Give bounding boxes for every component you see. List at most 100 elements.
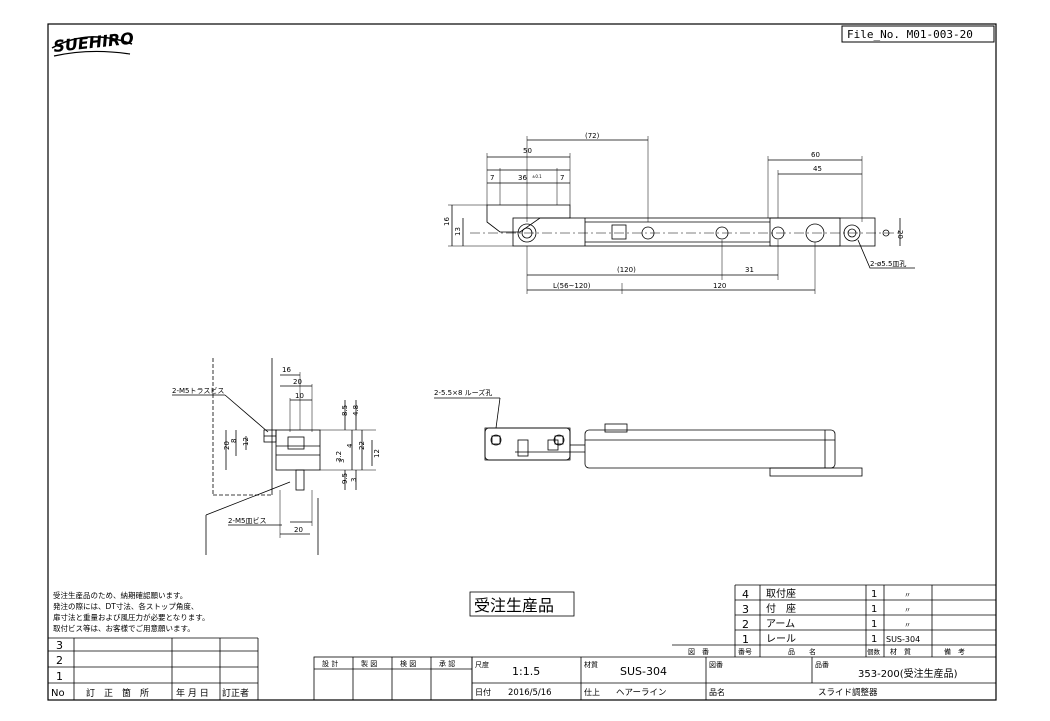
side-view bbox=[172, 358, 376, 555]
truss-screw-note: 2-M5トラスビス bbox=[172, 386, 224, 395]
front-view bbox=[434, 397, 863, 477]
revision-row-2: 2 bbox=[56, 654, 63, 667]
mount-plate-outline bbox=[486, 204, 571, 233]
revision-block bbox=[48, 637, 259, 700]
file-no-box bbox=[841, 25, 995, 43]
approval-design: 設 計 bbox=[322, 659, 338, 668]
side-dim-22: 22 bbox=[358, 441, 366, 450]
side-dim-9-5: 9.5 bbox=[341, 473, 349, 484]
part-3-no: 3 bbox=[742, 603, 749, 616]
part-1-qty: 1 bbox=[871, 634, 877, 645]
dim-36-tol: ±0.1 bbox=[532, 174, 542, 179]
note-line-4: 取付ビス等は、お客様でご用意願います。 bbox=[53, 623, 195, 633]
dim-13: 13 bbox=[454, 227, 462, 236]
material-label: 材質 bbox=[584, 660, 598, 669]
side-dim-3b: 3 bbox=[350, 478, 358, 482]
revision-header-reviser: 訂正者 bbox=[222, 687, 249, 699]
dim-31: 31 bbox=[745, 266, 754, 274]
parts-rows: 4 取付座 1 〃 3 付 座 1 〃 2 アーム 1 〃 1 レール 1 SU… bbox=[688, 587, 965, 656]
part-3-material: 〃 bbox=[904, 606, 911, 614]
made-to-order-stamp: 受注生産品 bbox=[474, 596, 554, 615]
part-4-material: 〃 bbox=[904, 591, 911, 599]
dim-120b: 120 bbox=[713, 282, 726, 290]
made-to-order-box bbox=[469, 591, 575, 617]
countersunk-screw-note: 2-M5皿ビス bbox=[228, 516, 266, 525]
part-1-material: SUS-304 bbox=[886, 635, 920, 644]
note-line-3: 扉寸法と重量および風圧力が必要となります。 bbox=[53, 612, 210, 622]
side-dim-4: 4 bbox=[346, 443, 354, 448]
front-rail-body bbox=[584, 429, 836, 469]
approval-drafting: 製 図 bbox=[361, 659, 377, 668]
parts-header-number: 番号 bbox=[738, 648, 752, 656]
dim-16: 16 bbox=[443, 217, 451, 226]
scale-value: 1:1.5 bbox=[512, 665, 540, 678]
part-2-no: 2 bbox=[742, 618, 749, 631]
drawing-no-label: 図番 bbox=[709, 661, 723, 669]
dim-7a: 7 bbox=[490, 174, 494, 182]
note-line-1: 受注生産品のため、納期確認願います。 bbox=[53, 590, 187, 600]
parts-header-qty: 個数 bbox=[867, 647, 881, 656]
parts-header-material: 材 質 bbox=[890, 647, 911, 656]
dim-L: L(56~120) bbox=[553, 282, 591, 290]
finish-value: ヘアーライン bbox=[616, 688, 667, 698]
notes: 受注生産品のため、納期確認願います。 発注の際には、DT寸法、各ストップ角度、 … bbox=[53, 590, 210, 633]
hole-note: 2-ø5.5皿孔 bbox=[870, 260, 906, 268]
side-dim-20c: 20 bbox=[294, 526, 303, 534]
revision-row-3: 3 bbox=[56, 639, 63, 652]
part-3-name: 付 座 bbox=[766, 602, 796, 615]
date-value: 2016/5/16 bbox=[508, 688, 552, 698]
part-1-no: 1 bbox=[742, 633, 749, 646]
side-bracket bbox=[275, 429, 321, 471]
side-dim-12b: 12 bbox=[373, 449, 381, 458]
side-dim-3a: 3 bbox=[338, 459, 346, 463]
side-dim-20b: 20 bbox=[223, 441, 231, 450]
approval-check: 検 図 bbox=[400, 659, 416, 668]
side-dim-3-2: 3.2 bbox=[335, 451, 343, 462]
parts-header-remarks: 備 考 bbox=[944, 647, 965, 656]
side-view-dims: 2-M5トラスビス 16 20 10 20 8 12 8.5 4.8 4 22 … bbox=[172, 366, 381, 534]
revision-header-date: 年 月 日 bbox=[176, 687, 209, 699]
part-4-no: 4 bbox=[742, 588, 749, 601]
part-2-qty: 1 bbox=[871, 619, 877, 630]
dim-20: 20 bbox=[896, 230, 904, 239]
dim-120a: (120) bbox=[617, 266, 636, 274]
part-3-qty: 1 bbox=[871, 604, 877, 615]
approval-labels: 設 計 製 図 検 図 承 認 bbox=[322, 659, 455, 668]
revision-row-1: 1 bbox=[56, 670, 63, 683]
parts-header-name: 品 名 bbox=[788, 647, 816, 656]
pivot-hole bbox=[517, 223, 537, 243]
sheet-border bbox=[47, 23, 997, 701]
side-dim-12: 12 bbox=[242, 437, 250, 446]
part-4-name: 取付座 bbox=[766, 587, 796, 600]
revision-header-location: 訂 正 箇 所 bbox=[86, 687, 149, 699]
side-dim-4-8: 4.8 bbox=[352, 405, 360, 416]
revision-labels: 3 2 1 No 訂 正 箇 所 年 月 日 訂正者 bbox=[51, 639, 249, 699]
side-dim-16: 16 bbox=[282, 366, 291, 374]
name-label: 品名 bbox=[709, 687, 725, 697]
rail-body bbox=[512, 217, 876, 247]
name-value: スライド調整器 bbox=[818, 687, 878, 698]
part-1-name: レール bbox=[766, 634, 796, 645]
slot-note: 2-5.5×8 ルーズ孔 bbox=[434, 388, 492, 397]
suehiro-logo: SUEHIRO bbox=[51, 29, 135, 57]
part-2-name: アーム bbox=[766, 618, 795, 630]
side-dim-20a: 20 bbox=[293, 378, 302, 386]
dim-50: 50 bbox=[523, 147, 532, 155]
parts-list bbox=[672, 584, 996, 657]
dim-7b: 7 bbox=[560, 174, 564, 182]
product-no-label: 品番 bbox=[815, 661, 829, 669]
parts-header-drawing-no: 図 番 bbox=[688, 648, 709, 656]
dim-72: (72) bbox=[585, 132, 600, 140]
scale-label: 尺度 bbox=[475, 660, 489, 669]
title-block bbox=[471, 656, 996, 700]
top-view bbox=[448, 136, 915, 294]
side-dim-10: 10 bbox=[295, 392, 304, 400]
revision-header-no: No bbox=[51, 688, 65, 699]
finish-label: 仕上 bbox=[584, 687, 600, 697]
side-dim-8-5: 8.5 bbox=[341, 405, 349, 416]
note-line-2: 発注の際には、DT寸法、各ストップ角度、 bbox=[53, 601, 198, 611]
part-4-qty: 1 bbox=[871, 589, 877, 600]
product-no-value: 353-200(受注生産品) bbox=[858, 667, 958, 680]
title-block-text: 尺度 1:1.5 材質 SUS-304 図番 品番 353-200(受注生産品)… bbox=[475, 660, 958, 698]
